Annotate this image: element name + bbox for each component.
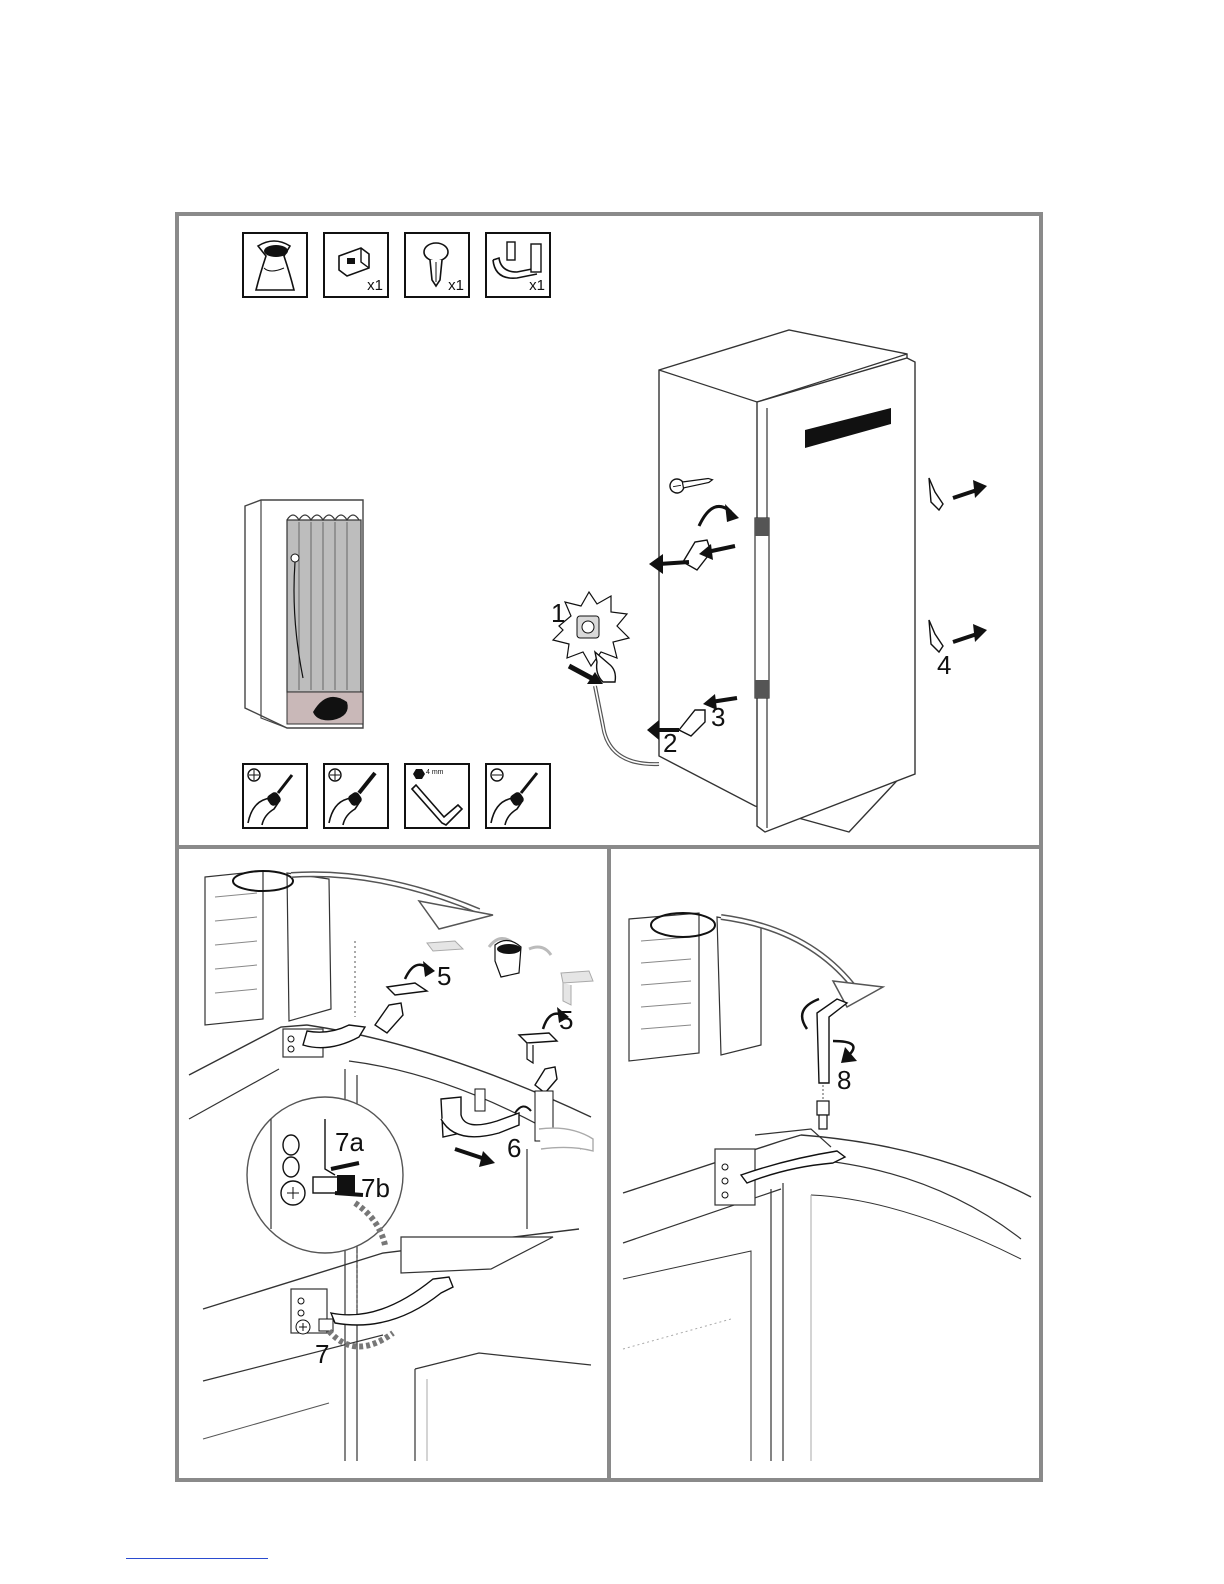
phillips-screwdriver-icon (244, 765, 306, 827)
step-3-label: 3 (711, 704, 725, 730)
step-5a-label: 5 (437, 963, 451, 989)
hinge-transfer-illustration (179, 849, 607, 1478)
step-7a-label: 7a (335, 1129, 364, 1155)
part-hinge-bracket: x1 (485, 232, 551, 298)
step-5b-label: 5 (559, 1007, 573, 1033)
bottom-right-instruction-panel: 8 (607, 845, 1043, 1482)
top-instruction-panel: x1 x1 x1 (175, 212, 1043, 849)
step-6-label: 6 (507, 1135, 521, 1161)
step-4-label: 4 (937, 652, 951, 678)
hinge-pin-illustration (611, 849, 1039, 1478)
part-grease-bag (242, 232, 308, 298)
tool-phillips-screwdriver (242, 763, 308, 829)
part-hinge-clip: x1 (323, 232, 389, 298)
part-qty: x1 (448, 277, 464, 294)
tool-hex-key: 4 mm (404, 763, 470, 829)
step-7-label: 7 (315, 1341, 329, 1367)
grease-bag-icon (244, 234, 306, 296)
part-push-rivet: x1 (404, 232, 470, 298)
step-2-label: 2 (663, 730, 677, 756)
tool-phillips-screwdriver-large (323, 763, 389, 829)
part-qty: x1 (529, 277, 545, 294)
step-7b-label: 7b (361, 1175, 390, 1201)
part-qty: x1 (367, 277, 383, 294)
hex-key-size: 4 mm (426, 769, 444, 776)
step-1-label: 1 (551, 600, 565, 626)
small-cabinet-illustration (243, 498, 383, 738)
fridge-illustration (499, 326, 1039, 846)
phillips-screwdriver-large-icon (325, 765, 387, 827)
bottom-left-instruction-panel: 5 5 6 7a 7b 7 (175, 845, 611, 1482)
step-8-label: 8 (837, 1067, 851, 1093)
footer-rule (126, 1558, 268, 1559)
